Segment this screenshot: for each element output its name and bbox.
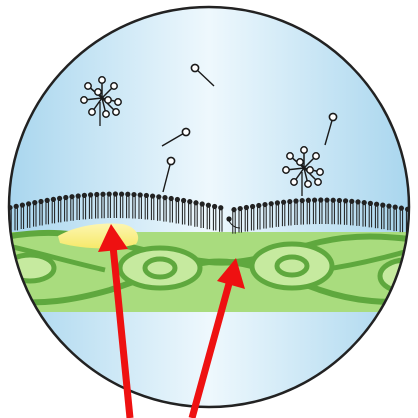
cell-nucleus-center bbox=[145, 259, 175, 277]
cell-nucleus-right bbox=[277, 257, 307, 275]
membrane-lipid bbox=[411, 208, 416, 235]
cell-body-left bbox=[6, 255, 54, 281]
cell-surface-band bbox=[0, 232, 418, 312]
cell-body-far-right bbox=[380, 260, 418, 292]
